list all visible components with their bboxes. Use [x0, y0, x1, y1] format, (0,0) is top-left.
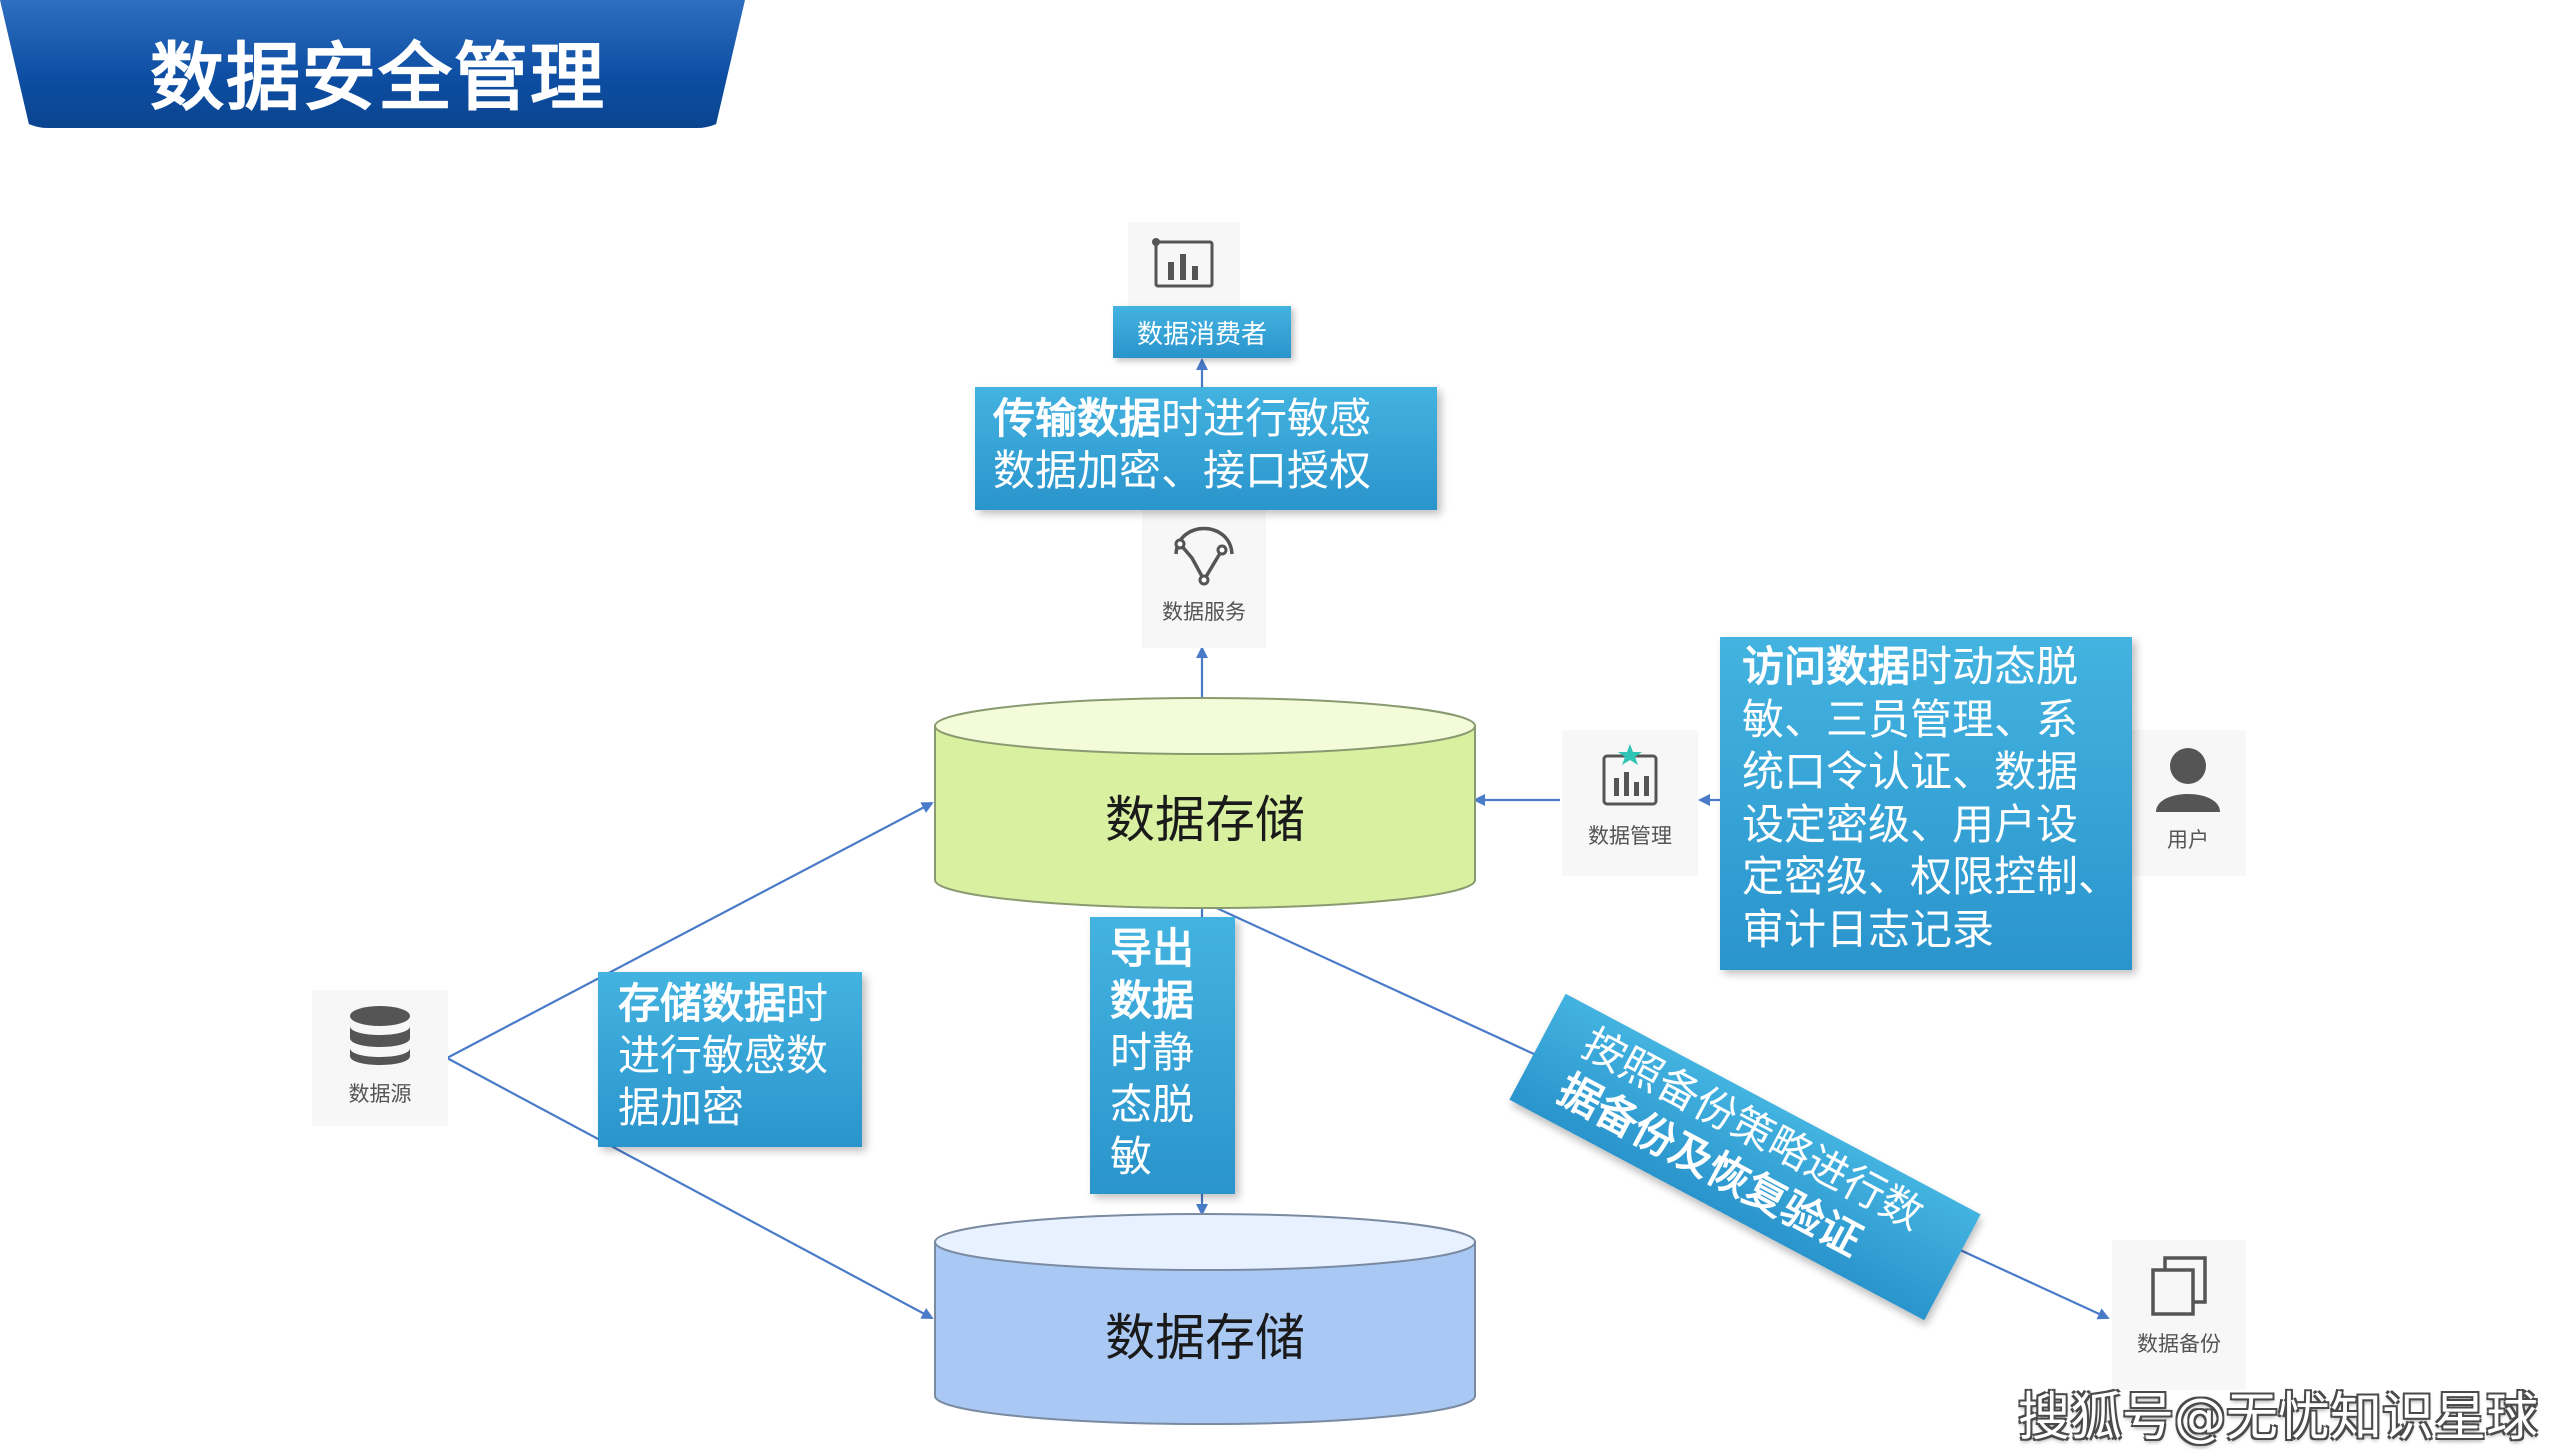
storage-encryption-callout: 存储数据时 进行敏感数 据加密: [598, 972, 862, 1147]
transfer-line-2: 数据加密、接口授权: [993, 446, 1372, 495]
bar-chart-icon: [1152, 238, 1214, 288]
storage-primary-label: 数据存储: [1105, 791, 1305, 849]
page-title: 数据安全管理: [150, 35, 606, 121]
static-line-2: 态脱: [1110, 1080, 1195, 1129]
backup-node: 数据备份: [2112, 1240, 2246, 1390]
chart-star-icon: [1602, 744, 1658, 806]
transfer-line-1: 时进行敏感: [1161, 394, 1372, 443]
management-label: 数据管理: [1588, 824, 1672, 848]
storage-cylinder-primary: [934, 697, 1476, 909]
user-label: 用户: [2167, 828, 2209, 852]
title-banner: [0, 0, 745, 128]
static-bold-line-2: 数据: [1110, 976, 1195, 1025]
static-line-1: 时静: [1110, 1028, 1195, 1077]
copy-icon: [2151, 1256, 2207, 1316]
access-line-5: 定密级、权限控制、: [1742, 852, 2121, 901]
access-security-callout: 访问数据时动态脱 敏、三员管理、系 统口令认证、数据 设定密级、用户设 定密级、…: [1720, 637, 2132, 970]
storage-enc-line-2: 进行敏感数: [618, 1031, 829, 1080]
arrow-source-to-secondary: [446, 1057, 934, 1319]
storage-cylinder-secondary: [934, 1213, 1476, 1425]
storage-enc-line-3: 据加密: [618, 1083, 745, 1132]
access-line-6: 审计日志记录: [1742, 904, 1995, 954]
consumer-node: [1128, 222, 1240, 310]
database-icon: [350, 1006, 410, 1065]
static-bold-line-1: 导出: [1110, 924, 1195, 973]
access-line-4: 设定密级、用户设: [1742, 799, 2079, 849]
service-node: 数据服务: [1142, 500, 1266, 648]
access-line-3: 统口令认证、数据: [1742, 747, 2079, 796]
static-masking-callout: 导出 数据 时静 态脱 敏: [1090, 917, 1235, 1194]
storage-enc-bold: 存储数据: [618, 979, 787, 1028]
static-line-3: 敏: [1110, 1132, 1153, 1181]
service-label: 数据服务: [1162, 600, 1246, 624]
consumer-label: 数据消费者: [1113, 306, 1291, 358]
person-icon: [2156, 748, 2220, 812]
management-node: 数据管理: [1562, 730, 1698, 876]
watermark: 搜狐号@无忧知识星球: [2018, 1388, 2539, 1448]
arrow-source-to-primary: [446, 802, 934, 1059]
storage-secondary-label: 数据存储: [1105, 1309, 1305, 1367]
source-node: 数据源: [312, 990, 448, 1126]
storage-enc-line-1: 时: [786, 979, 829, 1028]
transfer-bold: 传输数据: [993, 394, 1162, 443]
source-label: 数据源: [348, 1082, 412, 1106]
access-bold: 访问数据: [1742, 642, 1911, 691]
backup-label: 数据备份: [2137, 1332, 2221, 1356]
network-curve-icon: [1174, 526, 1234, 586]
user-node: 用户: [2130, 730, 2246, 876]
access-line-1: 时动态脱: [1910, 642, 2079, 691]
access-line-2: 敏、三员管理、系: [1742, 694, 2079, 744]
transfer-security-callout: 传输数据时进行敏感 数据加密、接口授权: [975, 387, 1437, 510]
